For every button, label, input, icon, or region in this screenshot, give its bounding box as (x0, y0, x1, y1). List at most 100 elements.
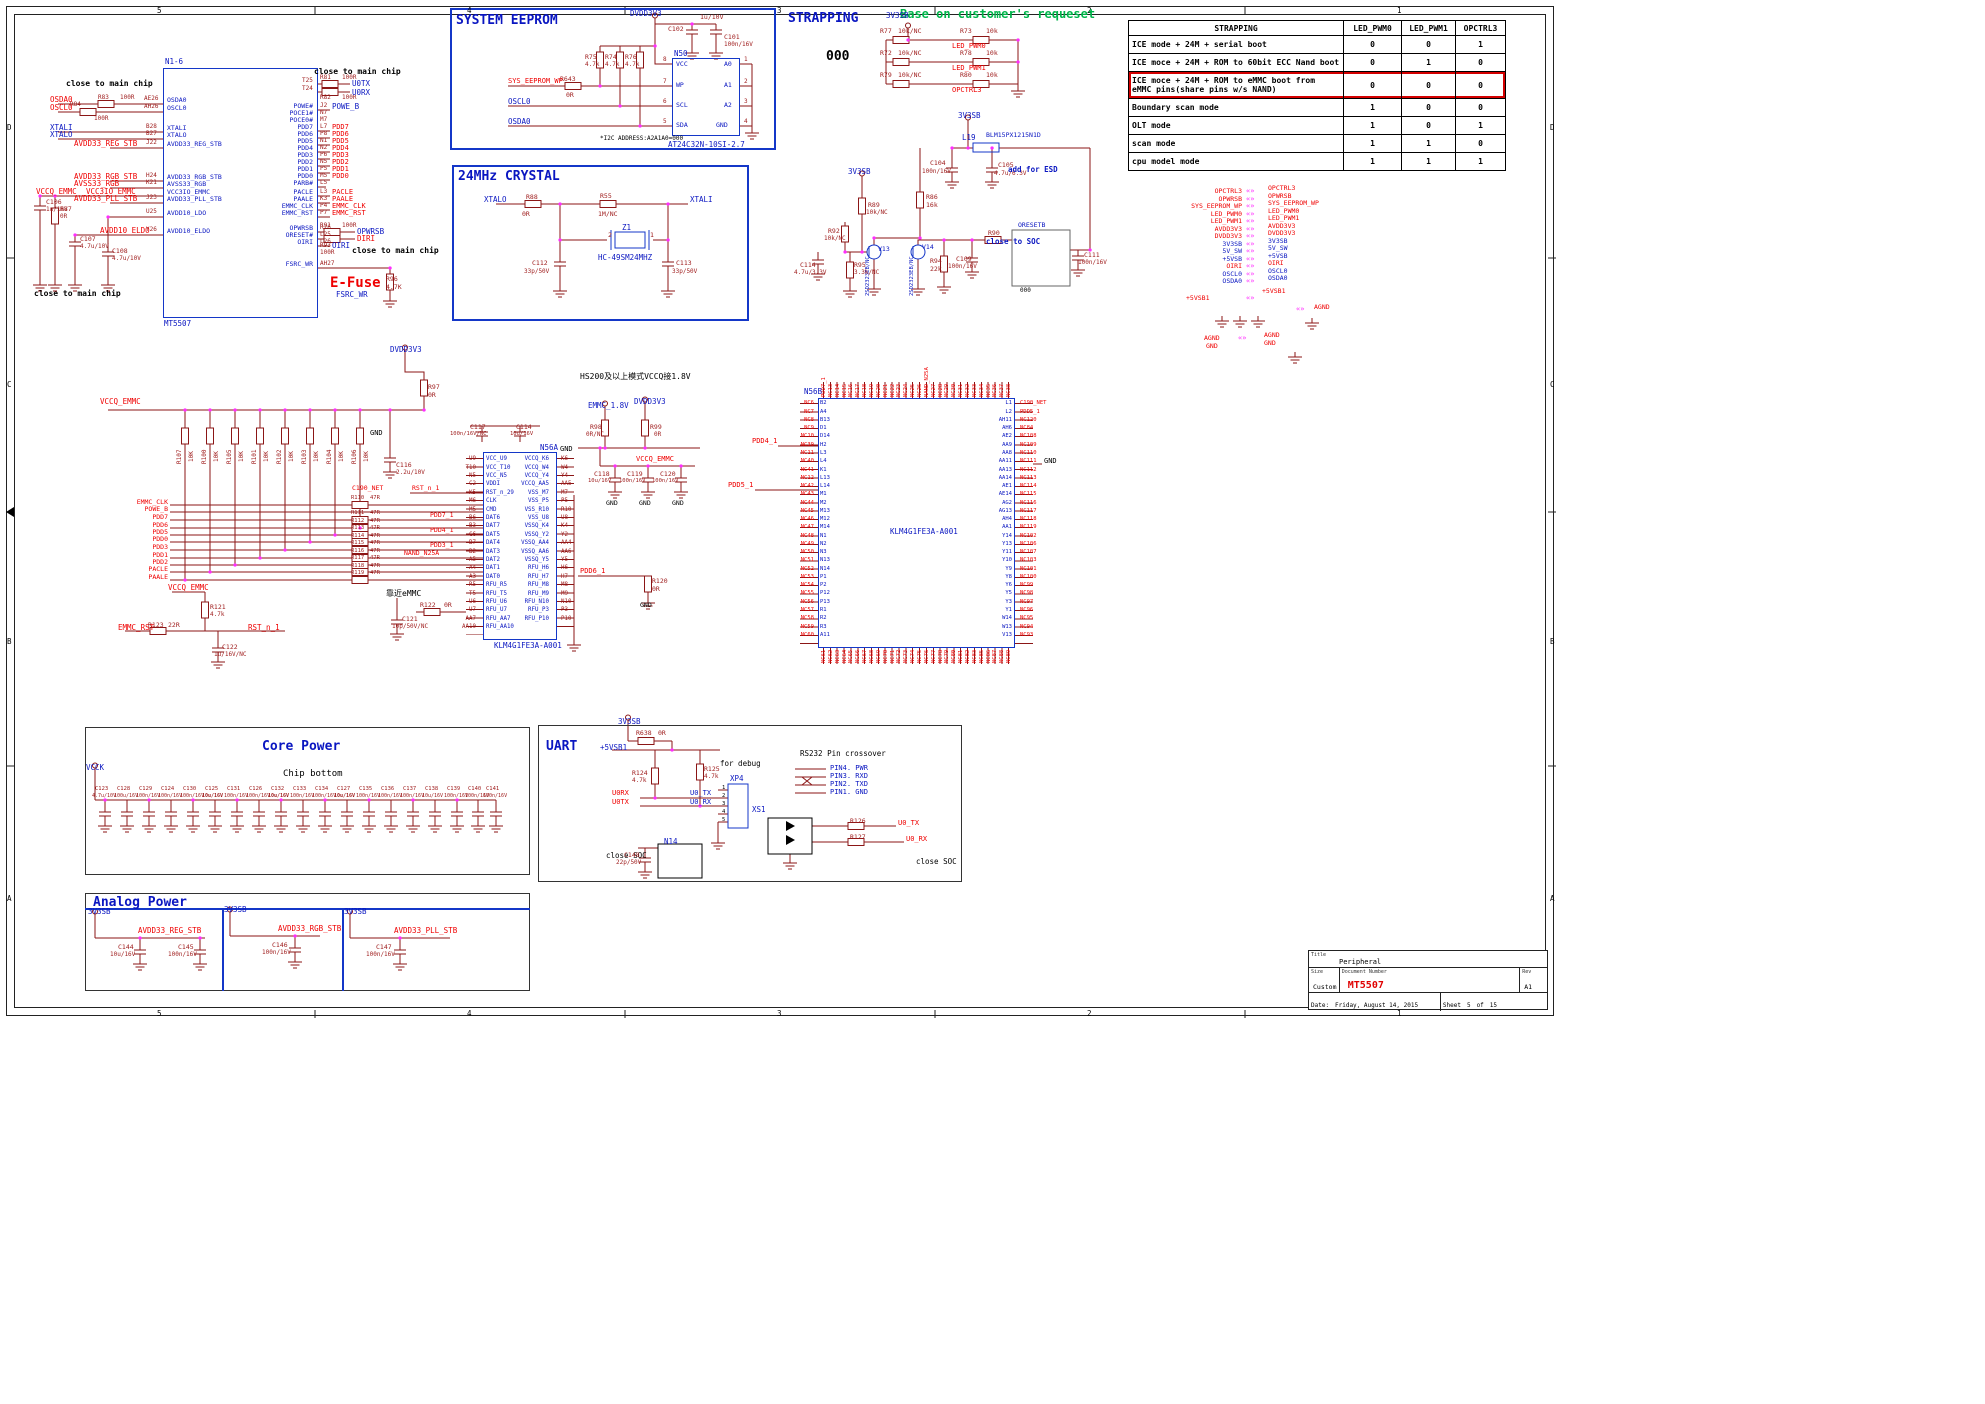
schematic-label: 0R (428, 391, 436, 399)
schematic-label: R127 (850, 833, 866, 841)
pin-number: N10 (561, 598, 572, 605)
pin-name: DAT7 (486, 523, 500, 530)
port-label: OPWRSB (1218, 195, 1242, 203)
schematic-label: 10k/NC (898, 71, 922, 79)
chip2-right-pin-stubs (1015, 403, 1033, 644)
pin-number: P3 (561, 607, 568, 614)
schematic-label: 4.7u/10V (92, 793, 117, 799)
pin-number: Y1 (1005, 607, 1012, 614)
table-cell: 1 (1455, 153, 1505, 170)
schematic-label: VCC (676, 60, 688, 68)
port-label: DVDD3V3 (1268, 229, 1296, 237)
schematic-label: C138 (425, 786, 439, 792)
schematic-label: C145 (178, 943, 194, 951)
schematic-label: 0R (60, 213, 68, 220)
pin-name: VCC_U9 (486, 456, 507, 463)
port-label: +5VSB (1222, 255, 1242, 263)
schematic-label: U0RX (352, 88, 371, 97)
schematic-label: 3 (744, 98, 748, 105)
pin-number: B3 (469, 523, 476, 530)
schematic-label: 100R (320, 249, 335, 256)
schematic-label: 4 (722, 809, 726, 815)
net-label: NC58 (800, 615, 814, 622)
net-label: NC106 (1020, 540, 1037, 547)
schematic-label: 10K (263, 451, 270, 462)
schematic-label: PDD7_1 (430, 511, 454, 519)
net-label: NC53 (800, 573, 814, 580)
schematic-label: 10K (288, 451, 295, 462)
schematic-label: POWE_B (332, 102, 360, 111)
schematic-label: OSCL0 (167, 104, 187, 112)
net-label: NC102 (1020, 532, 1037, 539)
port-label: «» (1246, 262, 1255, 270)
schematic-label: 33p/50V (524, 268, 550, 275)
port-label: «» (1246, 247, 1255, 255)
pin-name: RFU_M8 (528, 582, 549, 589)
pin-number: K5 (469, 489, 476, 496)
schematic-label: C190_NET (352, 484, 384, 492)
schematic-label: R79 (880, 71, 892, 79)
schematic-label: A1 (724, 81, 732, 89)
schematic-label: PDD6_1 (580, 567, 606, 575)
schematic-label: XTALO (167, 131, 187, 139)
pin-name: VSSQ_Y2 (524, 531, 549, 538)
schematic-label: U0_TX (690, 789, 712, 797)
schematic-label: R110 (351, 495, 365, 501)
pin-name: RFU_AA10 (486, 624, 514, 631)
pin-number: P12 (820, 590, 830, 597)
schematic-label: PDD3_1 (430, 541, 454, 549)
analog-power-title-rule (85, 908, 530, 910)
schematic-label: AE26 (144, 95, 159, 102)
schematic-label: VCCK (86, 763, 105, 772)
schematic-label: R83 (98, 94, 109, 101)
net-label: NC98 (1020, 590, 1034, 597)
pin-number: AA5 (561, 481, 572, 488)
schematic-label: XS1 (752, 805, 766, 814)
sheet-title: Peripheral (1339, 958, 1382, 966)
pin-number: M2 (820, 499, 827, 506)
pin-number: AE1 (1002, 483, 1012, 490)
schematic-label: R87 (60, 205, 72, 213)
net-label: NC114 (1020, 483, 1037, 490)
table-cell: 1 (1455, 36, 1505, 53)
schematic-label: 2.2u/10V (396, 469, 425, 476)
schematic-label: R77 (880, 27, 892, 35)
schematic-label: R638 (636, 729, 652, 737)
table-cell: 1 (1343, 135, 1401, 152)
schematic-label: PDD2 (297, 158, 313, 166)
pin-number: L14 (820, 483, 830, 490)
schematic-label: AVDD33_REG_STB (167, 140, 222, 148)
schematic-label: R88 (526, 193, 538, 201)
net-label: NC46 (800, 516, 814, 523)
pin-name: DAT6 (486, 515, 500, 522)
schematic-label: 靠近eMMC (386, 589, 422, 598)
schematic-label: OSCL0 (50, 103, 73, 112)
schematic-label: PDD5_1 (728, 481, 754, 489)
schematic-label: AVSS33_RGB (167, 180, 207, 188)
schematic-label: 10k/NC (898, 27, 922, 35)
table-cell: 1 (1343, 117, 1401, 134)
schematic-label: 100n/16V (378, 793, 403, 799)
pin-number: D1 (820, 425, 827, 432)
zone-label: 2 (1087, 6, 1092, 15)
pin-number: A4 (820, 408, 827, 415)
analog-power-divider-1 (222, 909, 224, 991)
schematic-label: N2 (320, 144, 328, 151)
schematic-label: R103 (301, 449, 308, 464)
schematic-label: C124 (161, 786, 175, 792)
schematic-label: C108 (112, 247, 128, 255)
schematic-label: R123 (148, 621, 164, 629)
schematic-label: L7 (320, 123, 328, 130)
